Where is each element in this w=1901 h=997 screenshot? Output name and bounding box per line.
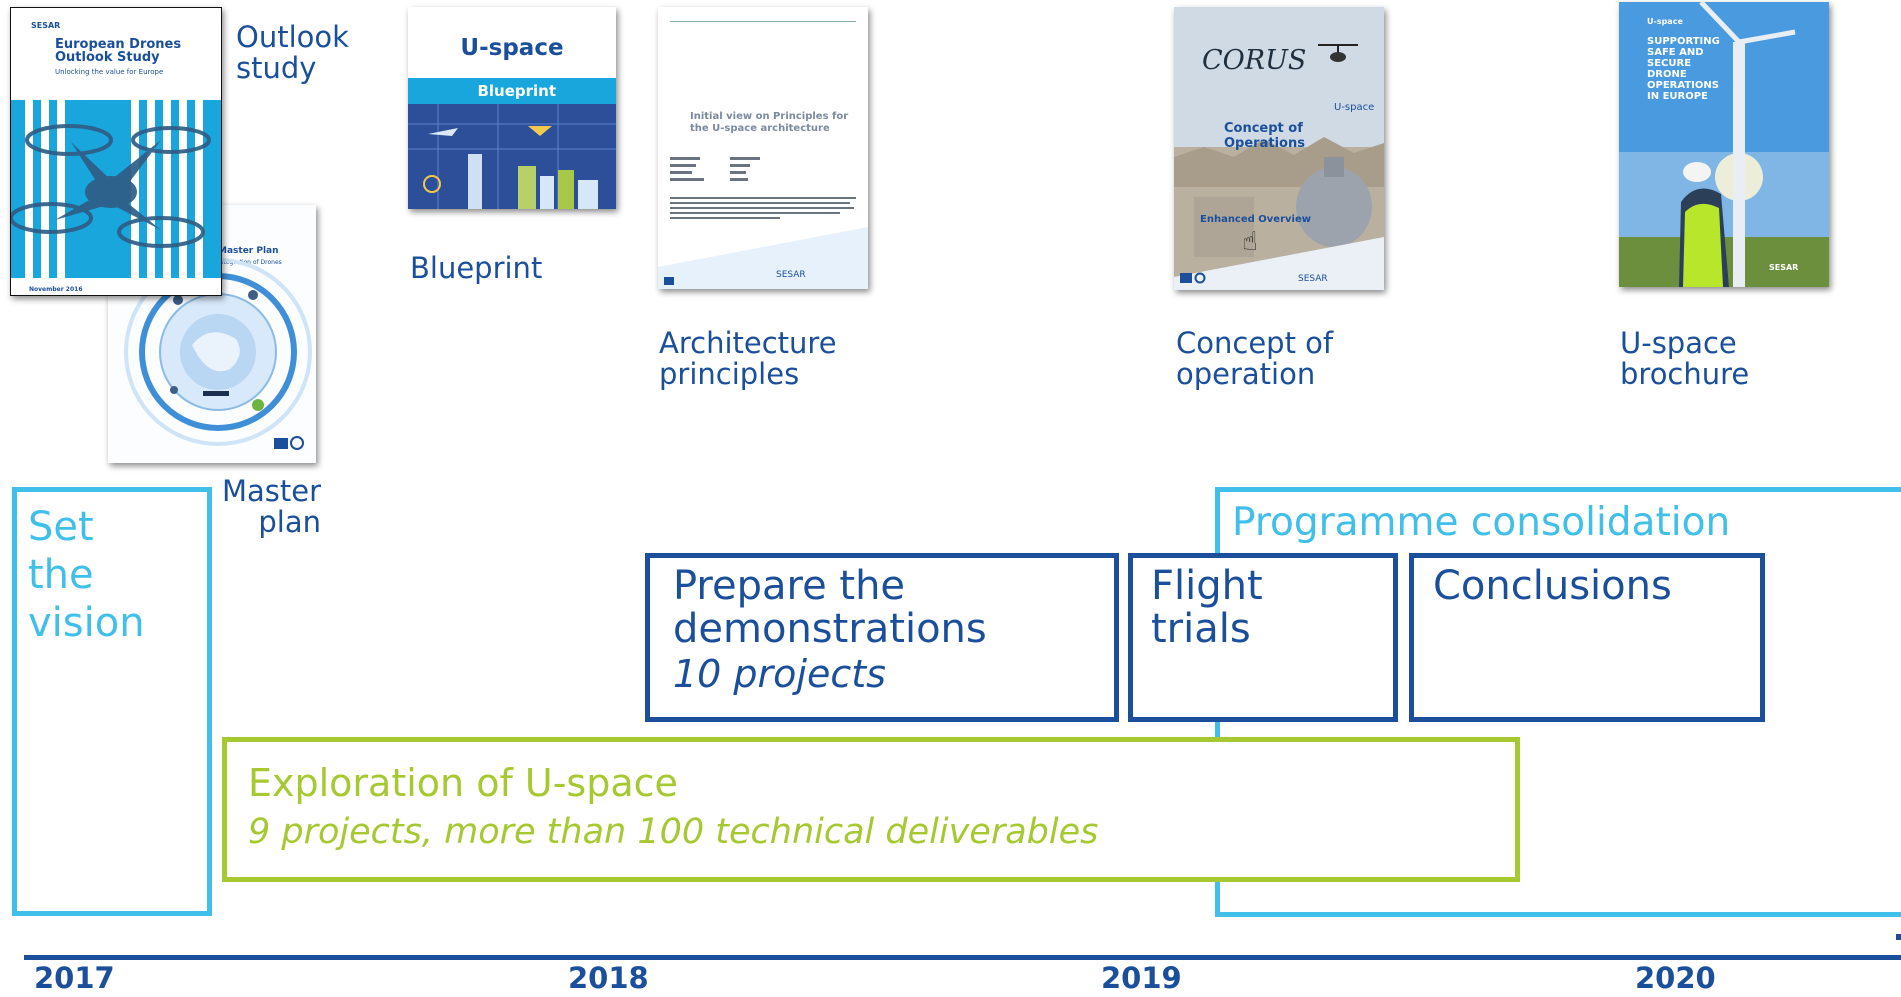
architecture-label: Architecture principles [659,326,837,391]
conclusions-label: Conclusions [1433,563,1672,609]
brochure-label: U-space brochure [1620,326,1750,391]
year-label-2020: 2020 [1635,961,1716,995]
brochure-cover-title: SUPPORTING SAFE AND SECURE DRONE OPERATI… [1647,36,1720,102]
year-label-2018: 2018 [568,961,649,995]
architecture-footer-shape [658,227,868,289]
blueprint-cover[interactable]: U-space Blueprint [408,7,616,209]
exploration-title: Exploration of U-space [248,761,678,805]
conops-overview: Enhanced Overview [1200,214,1311,225]
programme-consolidation-label: Programme consolidation [1232,500,1731,545]
blueprint-label: Blueprint [410,251,543,285]
brochure-cover[interactable]: U-space SUPPORTING SAFE AND SECURE DRONE… [1619,2,1829,287]
conclusions-box [1409,553,1765,722]
brochure-logo: U-space [1647,17,1683,26]
flight-trials-label: Flight trials [1151,563,1263,652]
outlook-cover-date: November 2016 [29,286,83,293]
architecture-cover[interactable]: Initial view on Principles for the U-spa… [658,7,868,289]
exploration-subtitle: 9 projects, more than 100 technical deli… [248,812,1099,852]
master-plan-label: Master plan [221,474,321,539]
architecture-sesar-logo: SESAR [776,270,806,280]
drone-illustration [11,100,221,278]
timeline-end-marker [1896,934,1901,940]
conops-sesar-logo: SESAR [1298,274,1328,284]
conops-cover-title: Concept of Operations [1224,121,1305,151]
eu-logo-icon [274,436,304,450]
year-label-2017: 2017 [34,961,115,995]
blueprint-banner: Blueprint [408,78,616,104]
year-label-2019: 2019 [1101,961,1182,995]
outlook-cover-title: European Drones Outlook Study [55,37,182,65]
prepare-demonstrations-title: Prepare the demonstrations [673,563,987,652]
outlook-study-label: Outlook study [236,20,349,85]
wind-turbine-photo [1619,2,1829,287]
outlook-study-cover[interactable]: SESAR European Drones Outlook Study Unlo… [10,7,222,296]
blueprint-logo: U-space [460,35,564,61]
sesar-logo: SESAR [31,21,61,30]
architecture-top-rule [670,21,856,22]
outlook-cover-subtitle: Unlocking the value for Europe [55,68,164,76]
architecture-text-lines [670,157,856,219]
corus-logo: CORUS [1202,45,1307,76]
prepare-demonstrations-box [645,553,1119,722]
hand-cursor-icon: ☝ [1242,227,1258,257]
brochure-sesar-logo: SESAR [1769,263,1799,272]
timeline-axis [24,955,1901,960]
conops-label: Concept of operation [1176,326,1334,391]
city-illustration [408,104,616,209]
conops-kicker: U-space [1334,102,1375,113]
exploration-box [222,737,1520,882]
conops-eu-logo-icon [1180,272,1206,284]
prepare-demonstrations-subtitle: 10 projects [673,652,886,696]
flight-trials-box [1128,553,1398,722]
master-plan-cover-title: Master Plan [218,246,279,256]
conops-cover[interactable]: CORUS U-space Concept of Operations Enha… [1174,7,1384,290]
set-the-vision-box [12,487,212,916]
architecture-cover-title: Initial view on Principles for the U-spa… [690,111,849,134]
drone-icon [1318,44,1358,62]
city-photo [1174,7,1384,290]
set-the-vision-label: Set the vision [28,504,145,646]
master-plan-cover-subtitle: integration of Drones [218,259,282,266]
